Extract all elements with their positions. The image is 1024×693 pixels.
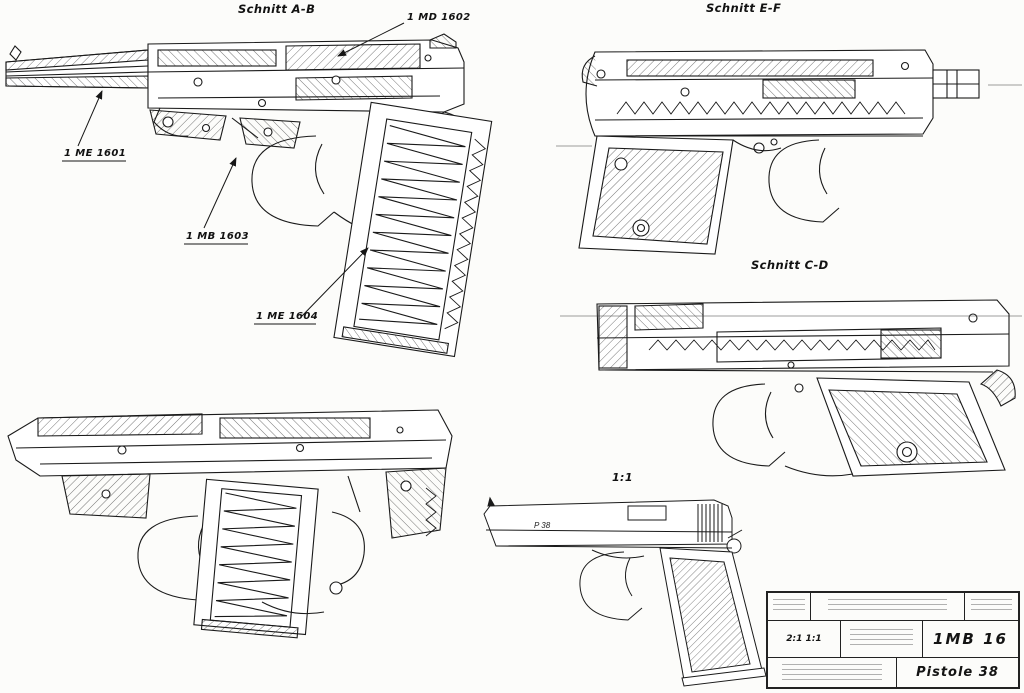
barrel [5,45,149,89]
title-block-row-middle: 2:1 1:1 1MB 16 [768,620,1018,657]
front-sight [487,496,495,507]
title-block-cell [810,593,964,620]
hammer [979,369,1016,407]
part-label-me1604: 1 ME 1604 [256,311,319,322]
slide-stop-lever [591,549,645,559]
grip-panel [578,135,734,255]
title-block: 2:1 1:1 1MB 16 Pistole 38 [766,591,1020,689]
title-block-cell [768,658,896,687]
schnitt-ef-title: Schnitt E-F [706,1,782,15]
scale-cell: 2:1 1:1 [786,634,822,644]
magazine-spring [214,492,297,618]
trigger-guard [251,135,335,227]
handwriting-marks [827,598,948,615]
slide-section [147,33,465,113]
title-block-row-top [768,593,1018,620]
schnitt-ef-drawing [578,49,980,255]
frame-section [149,107,301,149]
frame-section [61,467,447,539]
handwriting-marks [970,598,1013,615]
title-block-row-bottom: Pistole 38 [768,657,1018,687]
title-block-cell [840,621,922,657]
slide-section [7,409,453,477]
hammer-spring-loop [331,511,365,587]
drawing-number: 1MB 16 [922,621,1018,657]
rear-sight [429,33,457,49]
grip-magazine [333,101,493,358]
scale-11-label: 1:1 [612,471,633,484]
recoil-spring [444,138,487,330]
part-label-mb1603: 1 MB 1603 [186,231,249,242]
title-block-cell [768,593,810,620]
handwriting-marks [849,628,914,650]
schnitt-ab-title: Schnitt A-B [238,2,316,16]
slide-outline: P 38 [483,496,733,547]
schnitt-cd-drawing [596,299,1016,477]
front-sight [9,45,22,61]
trigger-guard [579,551,643,621]
trigger [314,143,325,195]
trigger-guard [137,515,215,601]
trigger [625,557,633,597]
handwriting-marks [772,598,806,615]
handwriting-marks [782,664,882,681]
part-label-md1602: 1 MD 1602 [407,12,471,23]
magazine-base [341,326,450,354]
schnitt-ab-drawing [5,33,493,358]
hammer [581,55,598,87]
bottom-left-drawing [7,409,453,639]
grip-outline [659,547,767,687]
grip-panel [816,377,1006,477]
recoil-spring [616,101,906,115]
part-label-me1601: 1 ME 1601 [64,148,127,159]
trigger-guard [768,139,840,223]
trigger-guard [712,383,786,467]
trigger [764,391,774,439]
magazine-base [200,618,299,639]
trigger [818,147,828,195]
magazine-spring [359,125,466,325]
slide-marking: P 38 [534,521,551,530]
scale-11-drawing: P 38 [483,496,767,687]
drawing-title: Pistole 38 [896,658,1018,687]
schnitt-cd-title: Schnitt C-D [751,258,829,272]
slide-section [596,299,1010,371]
barrel-muzzle [932,69,980,99]
title-block-cell [964,593,1018,620]
recoil-spring [648,339,936,351]
hammer [726,538,742,554]
ejection-port [627,505,667,521]
grip-magazine [193,478,319,639]
muzzle-block [598,305,628,369]
slide-section [585,49,934,137]
